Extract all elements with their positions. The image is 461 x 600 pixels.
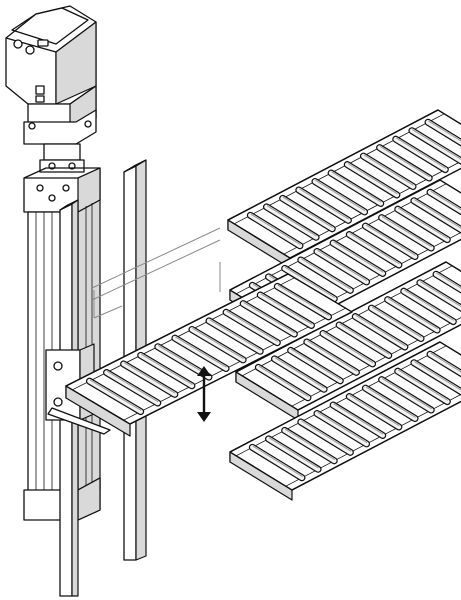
vertical-motion-arrow-icon <box>197 366 211 422</box>
raised-position-outline <box>91 227 221 319</box>
lift-conveyor-deck <box>65 273 353 437</box>
coupling <box>39 143 85 173</box>
conveyor-level-top <box>227 109 461 269</box>
conveyor-level-bottom <box>229 341 461 501</box>
lift-roller-conveyor <box>65 273 353 437</box>
servo-motor <box>5 5 97 145</box>
conveyor-level-3 <box>235 261 461 421</box>
